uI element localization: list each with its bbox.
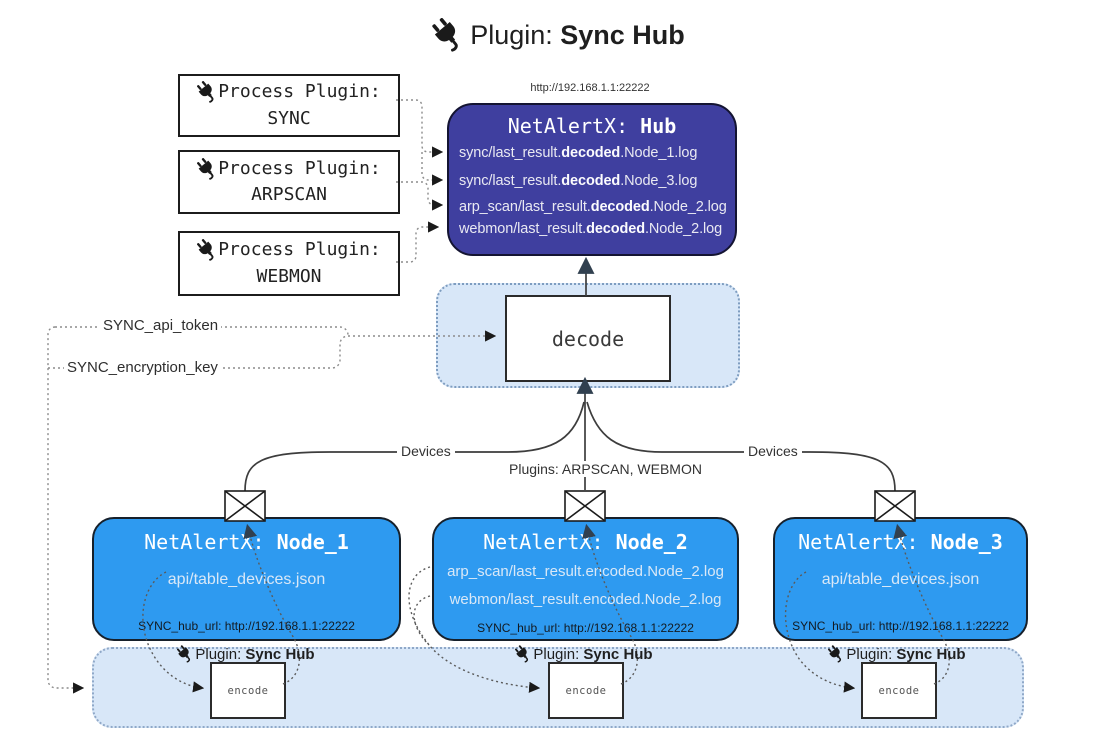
process-plugin-box-webmon: Process Plugin: WEBMON xyxy=(178,231,400,296)
edge-label-devices-left: Devices xyxy=(397,443,455,459)
decode-box: decode xyxy=(505,295,671,382)
hub-log-line: sync/last_result.decoded.Node_1.log xyxy=(459,145,698,161)
plug-icon xyxy=(197,158,216,180)
hub-log-line: sync/last_result.decoded.Node_3.log xyxy=(459,173,698,189)
process-plugin-box-sync: Process Plugin: SYNC xyxy=(178,74,400,137)
page-title: Plugin: Sync Hub xyxy=(0,18,1117,52)
hub-log-line: arp_scan/last_result.decoded.Node_2.log xyxy=(459,199,727,215)
node-box-1: NetAlertX: Node_1 api/table_devices.json… xyxy=(92,517,401,641)
hub-box: NetAlertX: Hub sync/last_result.decoded.… xyxy=(447,103,737,256)
process-plugin-name: ARPSCAN xyxy=(251,184,327,205)
process-plugin-label: Process Plugin: xyxy=(218,81,381,103)
encode-plugin-label: Plugin: Sync Hub xyxy=(817,645,977,663)
hub-url: http://192.168.1.1:22222 xyxy=(530,82,650,94)
process-plugin-box-arpscan: Process Plugin: ARPSCAN xyxy=(178,150,400,214)
encode-box: encode xyxy=(548,662,624,719)
node-hub-url: SYNC_hub_url: http://192.168.1.1:22222 xyxy=(138,619,355,633)
plug-icon xyxy=(432,18,462,52)
encode-label: encode xyxy=(227,684,269,697)
encode-label: encode xyxy=(878,684,920,697)
node-hub-url: SYNC_hub_url: http://192.168.1.1:22222 xyxy=(477,621,694,635)
encode-label: encode xyxy=(565,684,607,697)
node-file-line: webmon/last_result.encoded.Node_2.log xyxy=(449,591,722,608)
edge-sync-to-hublog2 xyxy=(421,152,444,186)
node-file-line: api/table_devices.json xyxy=(167,571,326,588)
node-title: NetAlertX: Node_2 xyxy=(483,530,688,554)
label-sync-api-token: SYNC_api_token xyxy=(100,317,222,334)
encode-plugin-label: Plugin: Sync Hub xyxy=(504,645,664,663)
process-plugin-name: WEBMON xyxy=(256,265,322,287)
encode-plugin-label: Plugin: Sync Hub xyxy=(166,645,326,663)
node-file-line: arp_scan/last_result.encoded.Node_2.log xyxy=(447,563,724,580)
node-hub-url: SYNC_hub_url: http://192.168.1.1:22222 xyxy=(792,619,1009,633)
edge-sync-to-hublog1 xyxy=(396,99,444,158)
hub-log-line: webmon/last_result.decoded.Node_2.log xyxy=(459,221,723,237)
node-title: NetAlertX: Node_3 xyxy=(798,530,1003,554)
edge-secrets-to-band xyxy=(47,326,85,694)
edge-label-plugins-center: Plugins: ARPSCAN, WEBMON xyxy=(505,461,706,477)
title-prefix: Plugin: xyxy=(470,19,561,50)
plug-icon xyxy=(828,645,843,663)
node-box-3: NetAlertX: Node_3 api/table_devices.json… xyxy=(773,517,1028,641)
decode-label: decode xyxy=(551,326,625,351)
node-title: NetAlertX: Node_1 xyxy=(144,530,349,554)
node-file-line: api/table_devices.json xyxy=(821,571,980,588)
edge-node2file2-to-encode2 xyxy=(413,595,431,646)
encode-box: encode xyxy=(861,662,937,719)
title-name: Sync Hub xyxy=(560,19,685,50)
edge-arpscan-to-hublog3 xyxy=(396,181,444,211)
edge-node3-to-decode xyxy=(586,401,896,492)
plug-icon xyxy=(197,239,216,261)
encode-box: encode xyxy=(210,662,286,719)
process-plugin-label: Process Plugin: xyxy=(218,239,381,261)
label-sync-encryption-key: SYNC_encryption_key xyxy=(64,359,221,376)
plug-icon xyxy=(515,645,530,663)
hub-title: NetAlertX: Hub xyxy=(507,114,677,138)
node-box-2: NetAlertX: Node_2 arp_scan/last_result.e… xyxy=(432,517,739,641)
edge-webmon-to-hublog4 xyxy=(396,221,440,263)
plug-icon xyxy=(197,81,216,103)
edge-label-devices-right: Devices xyxy=(744,443,802,459)
plug-icon xyxy=(177,645,192,663)
process-plugin-name: SYNC xyxy=(267,107,311,129)
process-plugin-label: Process Plugin: xyxy=(218,157,381,179)
